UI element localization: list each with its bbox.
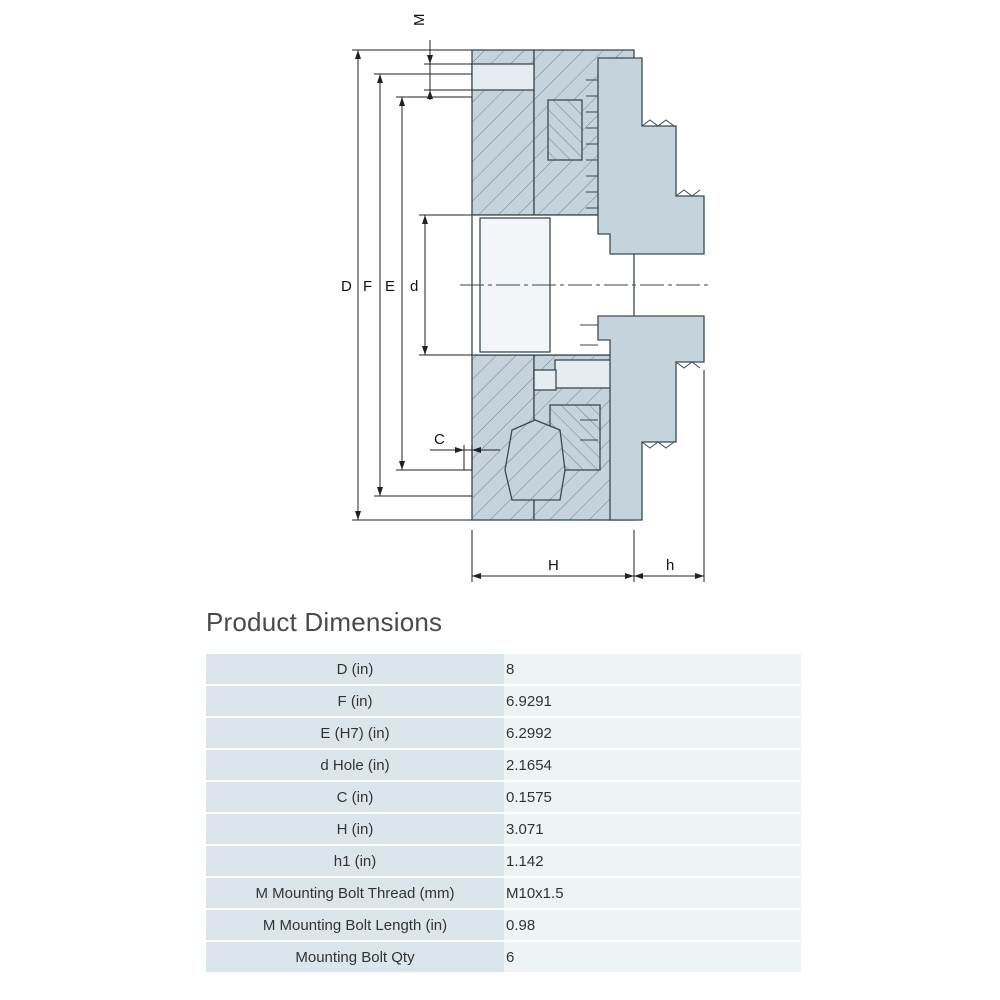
table-row: M Mounting Bolt Thread (mm)M10x1.5 (206, 878, 801, 908)
label-h: h (666, 557, 674, 574)
table-row: E (H7) (in)6.2992 (206, 718, 801, 748)
dimension-value: 6.9291 (504, 686, 801, 716)
table-row: C (in)0.1575 (206, 782, 801, 812)
table-row: F (in)6.9291 (206, 686, 801, 716)
dimension-value: 1.142 (504, 846, 801, 876)
dimension-value: 6 (504, 942, 801, 972)
table-row: M Mounting Bolt Length (in)0.98 (206, 910, 801, 940)
label-M: M (411, 14, 428, 27)
dimension-label: Mounting Bolt Qty (206, 942, 504, 972)
dimension-value: M10x1.5 (504, 878, 801, 908)
dimension-label: C (in) (206, 782, 504, 812)
dimension-value: 3.071 (504, 814, 801, 844)
table-row: d Hole (in)2.1654 (206, 750, 801, 780)
jaw-bottom (597, 315, 705, 521)
dimension-value: 6.2992 (504, 718, 801, 748)
dimension-label: D (in) (206, 654, 504, 684)
dimension-value: 0.1575 (504, 782, 801, 812)
label-D: D (341, 278, 352, 295)
dimension-label: F (in) (206, 686, 504, 716)
scroll-top (547, 99, 583, 161)
product-dimensions-title: Product Dimensions (206, 607, 443, 637)
jaw-top (597, 57, 705, 255)
label-C: C (434, 431, 445, 448)
dimension-label: h1 (in) (206, 846, 504, 876)
label-d: d (410, 278, 418, 295)
table-row: D (in)8 (206, 654, 801, 684)
label-H: H (548, 557, 559, 574)
label-E: E (385, 278, 395, 295)
dimension-label: d Hole (in) (206, 750, 504, 780)
dimension-label: H (in) (206, 814, 504, 844)
dimension-label: E (H7) (in) (206, 718, 504, 748)
table-row: H (in)3.071 (206, 814, 801, 844)
dimension-label: M Mounting Bolt Thread (mm) (206, 878, 504, 908)
dimension-value: 0.98 (504, 910, 801, 940)
dimension-label: M Mounting Bolt Length (in) (206, 910, 504, 940)
bolt-hole-top (471, 63, 535, 91)
label-F: F (363, 278, 372, 295)
chuck-cross-section-drawing: D F E d M C H h (341, 14, 712, 582)
table-row: h1 (in)1.142 (206, 846, 801, 876)
pinion-gear (504, 419, 566, 501)
dimension-value: 2.1654 (504, 750, 801, 780)
dimension-value: 8 (504, 654, 801, 684)
bolt-mid-top (533, 369, 557, 391)
